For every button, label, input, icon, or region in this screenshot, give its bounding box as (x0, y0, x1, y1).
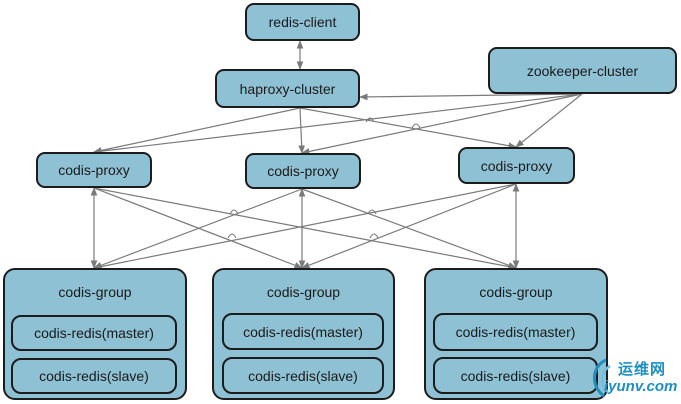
line-hop (229, 209, 239, 215)
line-hop (369, 233, 379, 239)
haproxy-cluster-node: haproxy-cluster (215, 69, 360, 108)
codis-redis-master: codis-redis(master) (11, 315, 177, 351)
redis-client-node: redis-client (245, 3, 360, 41)
zookeeper-cluster-node: zookeeper-cluster (488, 47, 677, 94)
codis-group-3: codis-group codis-redis(master) codis-re… (424, 268, 608, 400)
codis-group-2: codis-group codis-redis(master) codis-re… (212, 268, 395, 400)
group-title: codis-group (58, 284, 132, 300)
codis-proxy-node-2: codis-proxy (245, 153, 361, 189)
line-hop (367, 209, 377, 215)
edge-zk-haproxy (359, 93, 583, 101)
group-title: codis-group (479, 284, 553, 300)
edge-zk-proxy1 (93, 93, 583, 155)
edge-zk-proxy2 (301, 93, 583, 155)
codis-redis-master: codis-redis(master) (433, 313, 598, 351)
codis-proxy-node-3: codis-proxy (458, 147, 575, 184)
codis-redis-slave: codis-redis(slave) (11, 358, 177, 394)
swirl-logo-icon (593, 358, 611, 398)
line-hop (227, 233, 237, 239)
codis-redis-slave: codis-redis(slave) (433, 357, 598, 394)
edge-haproxy-proxy1 (93, 107, 301, 154)
watermark-url-text: iyunv.com (604, 378, 678, 395)
edge-proxy1-group3 (93, 187, 517, 270)
codis-redis-master: codis-redis(master) (222, 313, 384, 350)
codis-group-1: codis-group codis-redis(master) codis-re… (3, 268, 187, 400)
edge-proxy2-group1 (93, 188, 303, 269)
edge-proxy3-group2 (301, 183, 517, 269)
codis-redis-slave: codis-redis(slave) (222, 357, 384, 394)
line-hop (365, 117, 375, 123)
edge-zk-proxy3 (515, 93, 583, 148)
codis-proxy-node-1: codis-proxy (36, 152, 152, 188)
edge-proxy3-group1 (93, 183, 517, 270)
line-hop (411, 123, 421, 129)
group-title: codis-group (266, 284, 341, 300)
edge-proxy2-group3 (301, 188, 517, 269)
watermark-logo: 运维网 iyunv.com (588, 356, 680, 402)
edge-haproxy-proxy3 (299, 107, 517, 149)
watermark-cn-text: 运维网 (618, 360, 667, 378)
edge-haproxy-proxy2 (298, 107, 306, 154)
